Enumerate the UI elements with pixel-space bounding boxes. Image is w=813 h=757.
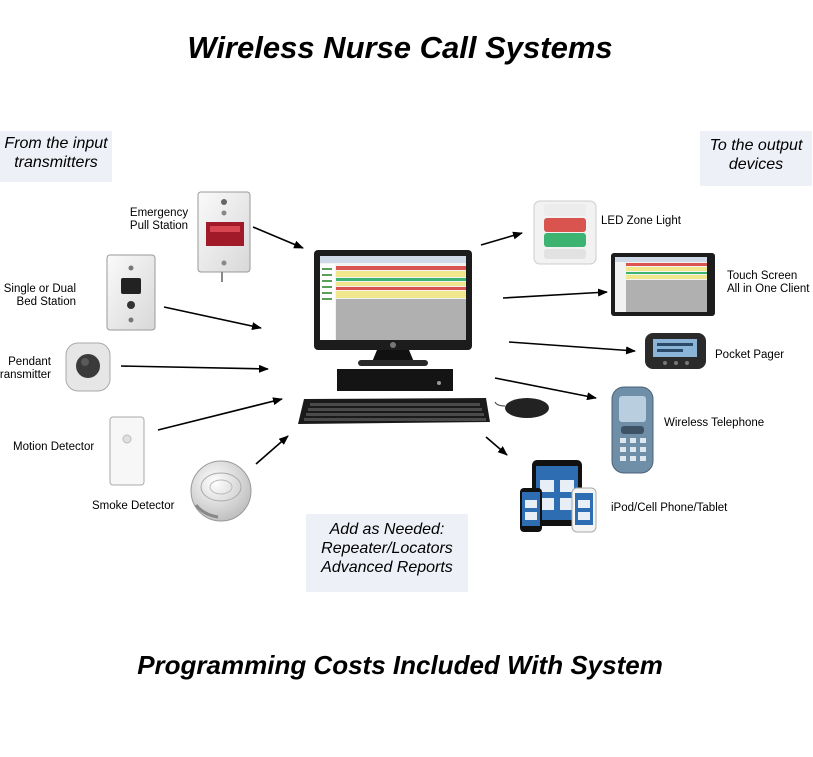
- inputs-caption-line2: transmitters: [14, 154, 98, 171]
- arrow-mobile: [485, 436, 508, 456]
- smoke-detector-label: Smoke Detector: [92, 500, 175, 512]
- bed-station-label-line2: Bed Station: [16, 296, 76, 308]
- page-title: Wireless Nurse Call Systems: [187, 30, 613, 65]
- inputs-caption-line1: From the input: [4, 135, 108, 152]
- mouse-icon: [494, 398, 549, 418]
- touch-screen-label-line1: Touch Screen: [727, 270, 798, 282]
- pendant-label: Pendant transmitter: [0, 356, 51, 382]
- mobile-label: iPod/Cell Phone/Tablet: [611, 502, 728, 514]
- computer-tower-icon: [337, 369, 453, 391]
- keyboard-icon: [298, 398, 490, 424]
- wireless-telephone-icon: [611, 386, 654, 474]
- pendant-icon: [65, 342, 111, 392]
- motion-detector-label: Motion Detector: [13, 441, 95, 453]
- arrow-phone: [494, 377, 597, 401]
- arrow-zone-light: [480, 231, 523, 246]
- motion-detector-icon: [109, 416, 145, 486]
- outputs-caption-line2: devices: [728, 156, 784, 173]
- pocket-pager-icon: [645, 333, 706, 369]
- addons-caption-line3: Advanced Reports: [321, 559, 453, 576]
- arrow-bed-station: [163, 306, 262, 331]
- touch-screen-icon: [611, 253, 715, 316]
- computer-monitor-icon: [314, 250, 472, 366]
- arrow-smoke-detector: [255, 435, 289, 465]
- pull-station-icon: [197, 191, 251, 282]
- bed-station-label: Single or Dual Bed Station: [0, 283, 76, 309]
- outputs-caption-box: To the output devices: [700, 131, 812, 186]
- input-arrows: [120, 226, 304, 465]
- arrow-motion-detector: [157, 397, 283, 431]
- zone-light-label: LED Zone Light: [601, 215, 681, 227]
- smoke-detector-icon: [190, 460, 252, 522]
- addons-caption-line2: Repeater/Locators: [321, 540, 453, 557]
- addons-caption-box: Add as Needed: Repeater/Locators Advance…: [306, 514, 468, 592]
- pendant-label-line2: transmitter: [0, 369, 51, 381]
- footer-tagline: Programming Costs Included With System: [137, 650, 663, 680]
- pull-station-label-line1: Emergency: [129, 207, 189, 219]
- addons-caption-line1: Add as Needed:: [329, 521, 445, 538]
- pager-label: Pocket Pager: [715, 349, 785, 361]
- pull-station-label: Emergency Pull Station: [122, 207, 196, 233]
- phone-label: Wireless Telephone: [664, 417, 765, 429]
- mobile-devices-icon: [520, 460, 597, 533]
- arrow-pager: [508, 341, 636, 355]
- bed-station-icon: [106, 254, 156, 331]
- output-arrows: [480, 231, 636, 456]
- bed-station-label-line1: Single or Dual: [3, 283, 76, 295]
- pendant-label-line1: Pendant: [8, 356, 51, 368]
- touch-screen-label-line2: All in One Client: [727, 283, 810, 295]
- arrow-pull-station: [252, 226, 304, 249]
- led-zone-light-icon: [533, 200, 597, 265]
- touch-screen-label: Touch Screen All in One Client: [727, 270, 809, 296]
- outputs-caption-line1: To the output: [709, 137, 803, 154]
- inputs-caption-box: From the input transmitters: [0, 131, 112, 182]
- pull-station-label-line2: Pull Station: [129, 220, 189, 232]
- arrow-touch-screen: [502, 288, 608, 299]
- arrow-pendant: [120, 364, 269, 373]
